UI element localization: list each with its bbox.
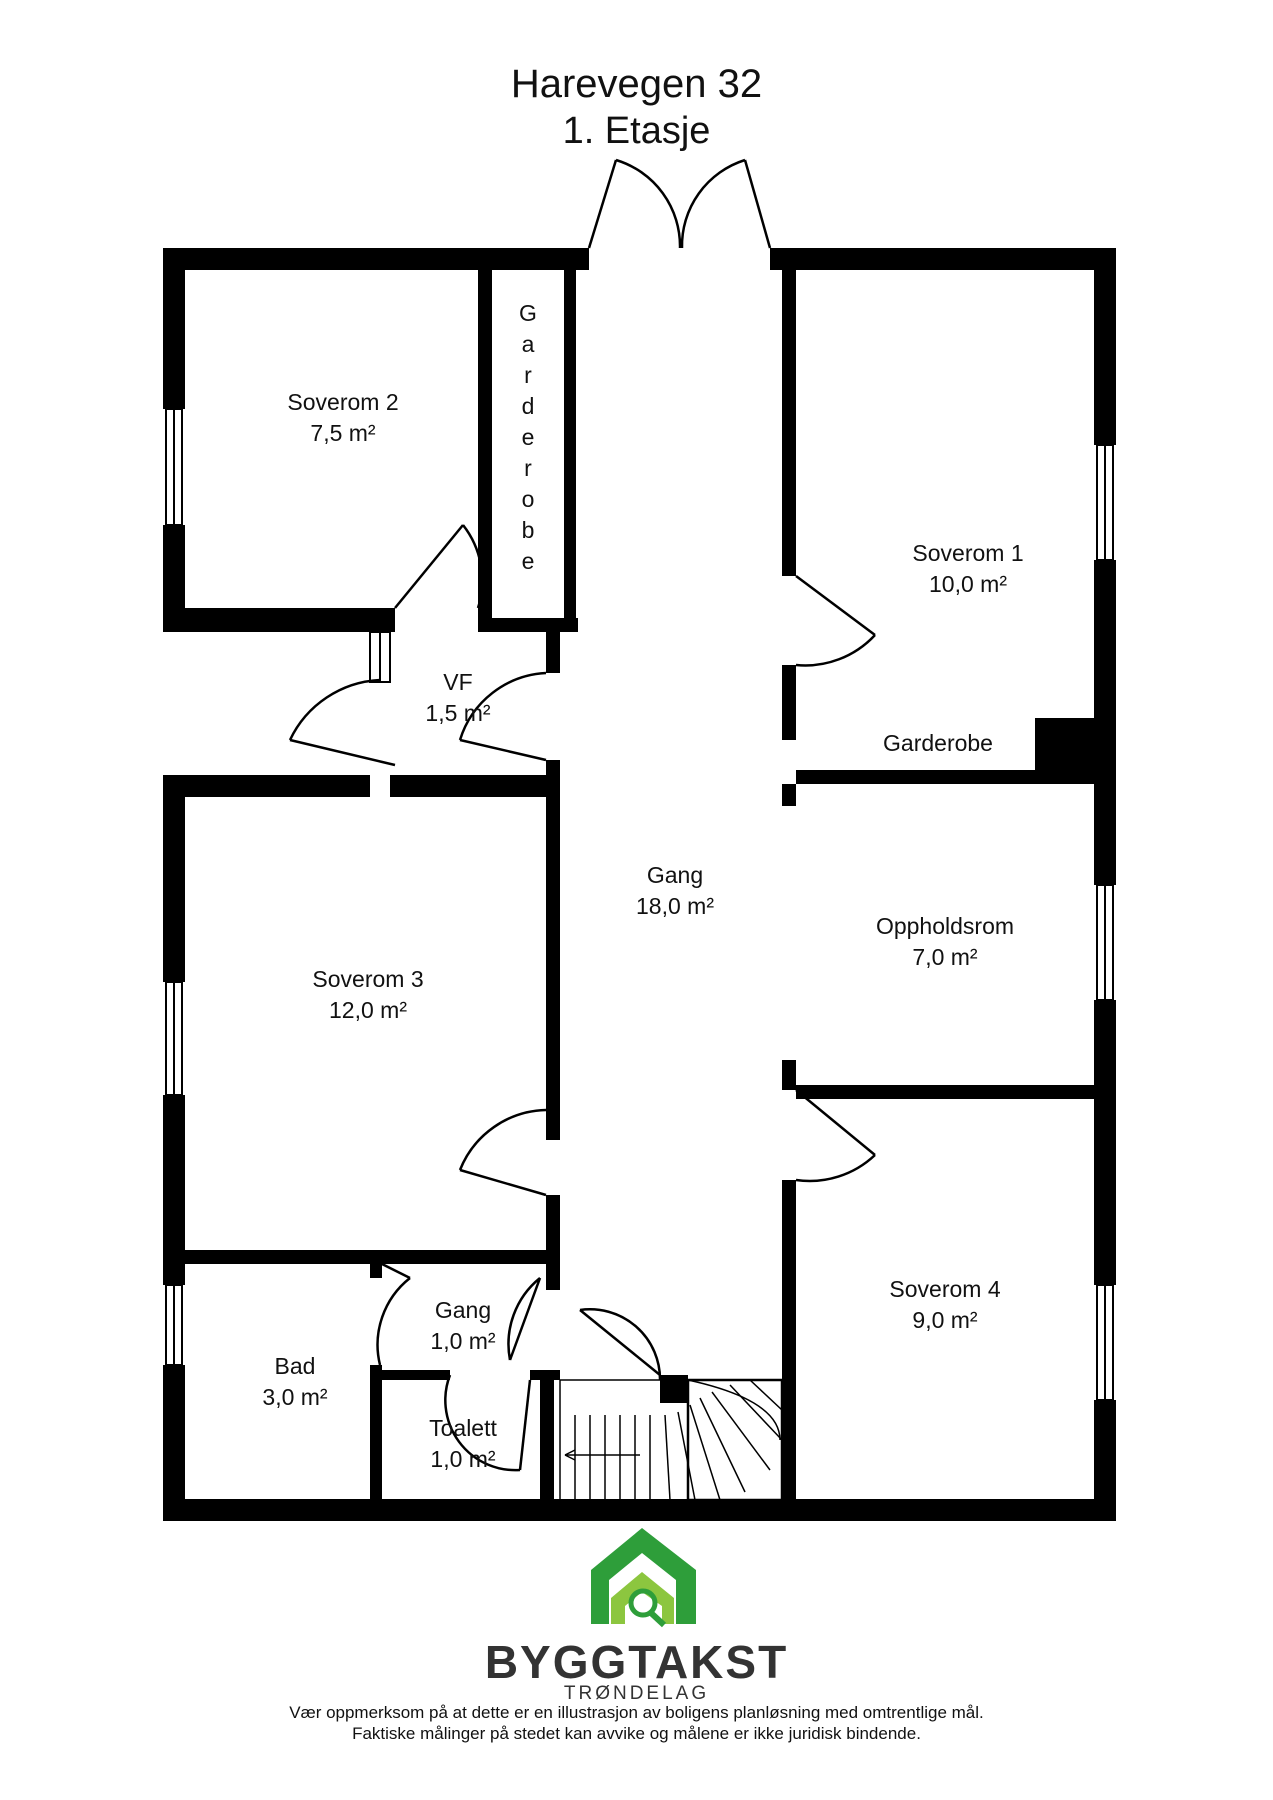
room-name-gang-small: Gang bbox=[435, 1297, 491, 1323]
vertical-letter: r bbox=[524, 455, 532, 481]
room-area-gang-small: 1,0 m² bbox=[430, 1328, 496, 1354]
room-name-bad: Bad bbox=[275, 1353, 316, 1379]
room-area-oppholdsrom: 7,0 m² bbox=[912, 944, 978, 970]
vertical-letter: r bbox=[524, 362, 532, 388]
disclaimer-line-1: Vær oppmerksom på at dette er en illustr… bbox=[289, 1703, 984, 1722]
room-area-bad: 3,0 m² bbox=[262, 1384, 328, 1410]
brand-name: BYGGTAKST bbox=[484, 1636, 789, 1688]
vertical-letter: o bbox=[522, 486, 535, 512]
room-area-soverom-2: 7,5 m² bbox=[310, 420, 376, 446]
disclaimer-line-2: Faktiske målinger på stedet kan avvike o… bbox=[352, 1724, 921, 1743]
room-area-soverom-3: 12,0 m² bbox=[329, 997, 407, 1023]
room-name-oppholdsrom: Oppholdsrom bbox=[876, 913, 1014, 939]
vertical-letter: d bbox=[522, 393, 535, 419]
plan-title: Harevegen 32 bbox=[510, 62, 763, 106]
doors bbox=[288, 158, 876, 1472]
room-area-soverom-1: 10,0 m² bbox=[929, 571, 1007, 597]
room-name-soverom-1: Soverom 1 bbox=[912, 540, 1023, 566]
vertical-letter: b bbox=[522, 517, 535, 543]
outer-walls bbox=[163, 248, 1116, 1521]
staircase bbox=[559, 1378, 784, 1502]
room-name-soverom-3: Soverom 3 bbox=[312, 966, 423, 992]
vertical-letter: e bbox=[522, 424, 535, 450]
vertical-letter: e bbox=[522, 548, 535, 574]
room-area-vf: 1,5 m² bbox=[425, 700, 491, 726]
room-area-toalett: 1,0 m² bbox=[430, 1446, 496, 1472]
room-name-gang-main: Gang bbox=[647, 862, 703, 888]
room-area-soverom-4: 9,0 m² bbox=[912, 1307, 978, 1333]
byggtakst-logo-icon bbox=[591, 1528, 696, 1628]
room-labels: Soverom 2 7,5 m² Soverom 1 10,0 m² Garde… bbox=[262, 300, 1023, 1472]
room-area-gang-main: 18,0 m² bbox=[636, 893, 714, 919]
interior-walls bbox=[185, 270, 1096, 1515]
brand-subtitle: TRØNDELAG bbox=[563, 1683, 710, 1704]
room-name-garderobe: Garderobe bbox=[883, 730, 993, 756]
windows bbox=[165, 408, 1114, 1401]
vertical-letter: G bbox=[519, 300, 537, 326]
room-name-toalett: Toalett bbox=[429, 1415, 497, 1441]
room-name-soverom-2: Soverom 2 bbox=[287, 389, 398, 415]
vertical-letter: a bbox=[522, 331, 535, 357]
room-name-soverom-4: Soverom 4 bbox=[889, 1276, 1000, 1302]
floor-label: 1. Etasje bbox=[562, 110, 711, 152]
room-name-garderobe-vertical: Garderobe bbox=[519, 300, 537, 574]
room-name-vf: VF bbox=[443, 669, 472, 695]
